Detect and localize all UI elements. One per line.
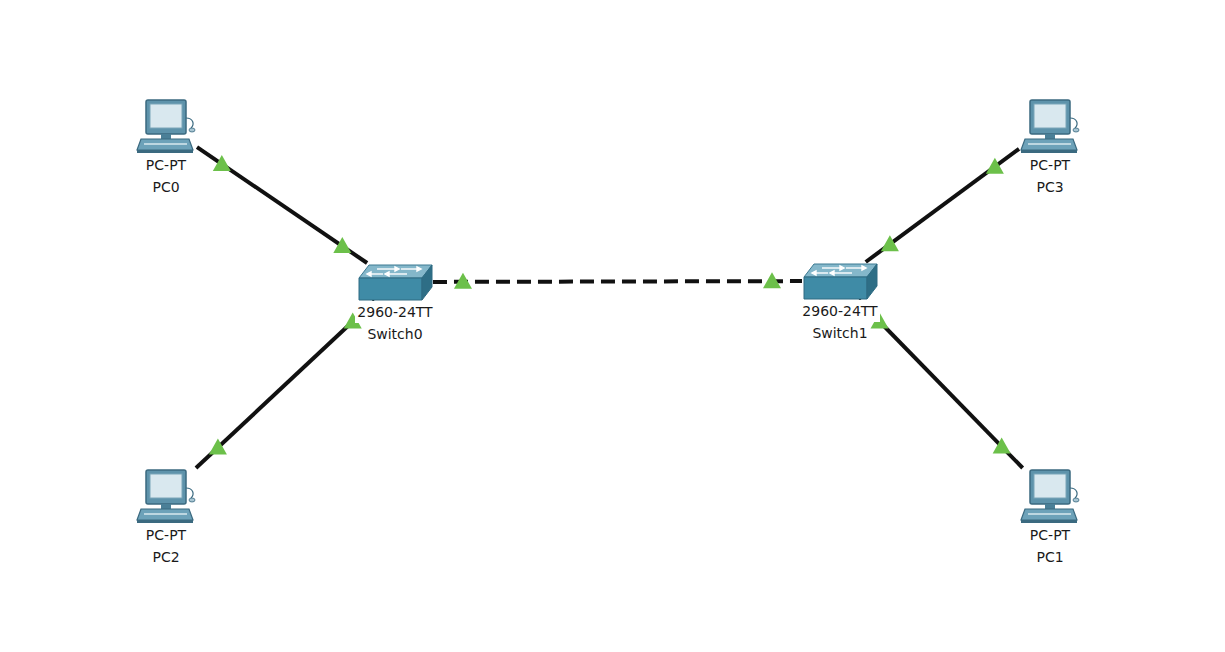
switch-device: 2960-24TTSwitch0 (355, 263, 434, 345)
pc-icon (1019, 98, 1081, 154)
device-name: Switch0 (365, 323, 424, 345)
network-link (433, 272, 802, 289)
link-status-light (881, 235, 899, 251)
link-status-light (763, 272, 781, 288)
switch-icon (802, 262, 878, 300)
device-model: PC-PT (144, 154, 188, 176)
network-link (859, 300, 1023, 468)
device-model: 2960-24TT (355, 301, 434, 323)
device-model: PC-PT (1028, 154, 1072, 176)
link-status-light (333, 237, 351, 253)
pc-device: PC-PTPC1 (1019, 468, 1081, 568)
device-name: Switch1 (810, 322, 869, 344)
device-name: PC3 (1034, 176, 1065, 198)
switch-icon (357, 263, 433, 301)
network-link (197, 147, 367, 263)
device-model: PC-PT (1028, 524, 1072, 546)
device-name: PC2 (150, 546, 181, 568)
network-link (866, 149, 1019, 262)
link-status-light (454, 273, 472, 289)
network-link (196, 301, 375, 468)
link-status-light (986, 158, 1004, 174)
link-status-light (993, 438, 1011, 454)
device-model: 2960-24TT (800, 300, 879, 322)
link-status-light (213, 155, 231, 171)
pc-icon (135, 98, 197, 154)
device-name: PC1 (1034, 546, 1065, 568)
pc-icon (135, 468, 197, 524)
switch-device: 2960-24TTSwitch1 (800, 262, 879, 344)
device-model: PC-PT (144, 524, 188, 546)
link-status-light (209, 439, 227, 455)
pc-device: PC-PTPC0 (135, 98, 197, 198)
pc-icon (1019, 468, 1081, 524)
device-name: PC0 (150, 176, 181, 198)
pc-device: PC-PTPC2 (135, 468, 197, 568)
pc-device: PC-PTPC3 (1019, 98, 1081, 198)
